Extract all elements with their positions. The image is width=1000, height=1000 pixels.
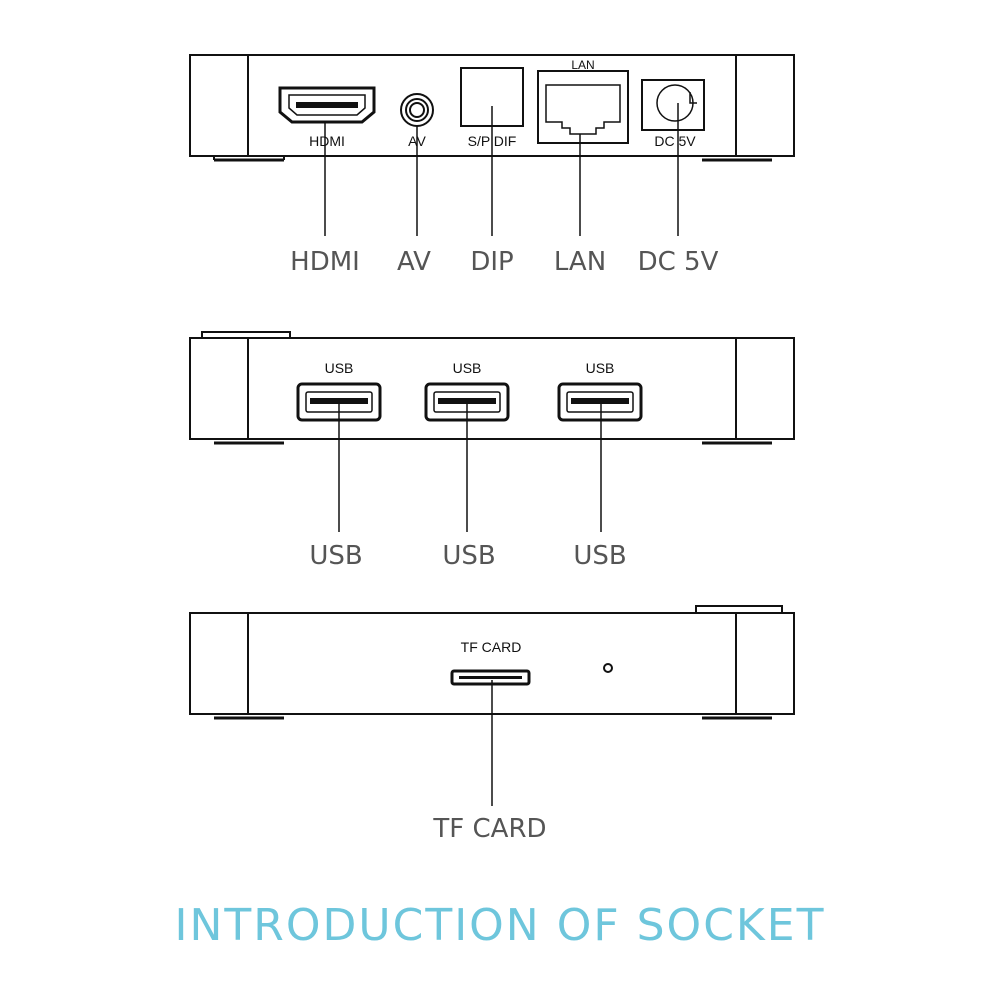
side-panel <box>189 331 795 445</box>
callout-usb-3: USB <box>573 541 626 571</box>
callout-hdmi: HDMI <box>290 247 360 277</box>
side-panel-body <box>189 337 795 440</box>
usb-port-label-2: USB <box>453 360 482 376</box>
usb-port-label-1: USB <box>325 360 354 376</box>
lan-port-label: LAN <box>571 58 594 72</box>
callout-av: AV <box>397 247 431 277</box>
dc-port <box>641 79 705 131</box>
tf-card-port-label: TF CARD <box>461 639 522 655</box>
lan-port <box>537 70 629 144</box>
hdmi-port-label: HDMI <box>309 133 345 149</box>
callout-tf-card: TF CARD <box>432 814 546 844</box>
callout-lan: LAN <box>554 247 606 277</box>
callout-dip: DIP <box>470 247 513 277</box>
page-title: INTRODUCTION OF SOCKET <box>174 900 826 951</box>
callout-usb-1: USB <box>309 541 362 571</box>
usb-port-label-3: USB <box>586 360 615 376</box>
hdmi-port <box>278 86 376 124</box>
indicator-led <box>603 663 613 673</box>
tf-card-slot <box>450 669 531 686</box>
dc-port-label: DC 5V <box>654 133 696 149</box>
rear-leader-lines <box>324 103 679 236</box>
usb-port-3 <box>557 382 643 422</box>
callout-usb-2: USB <box>442 541 495 571</box>
side-leader-lines <box>338 404 602 532</box>
callout-dc: DC 5V <box>638 247 719 277</box>
